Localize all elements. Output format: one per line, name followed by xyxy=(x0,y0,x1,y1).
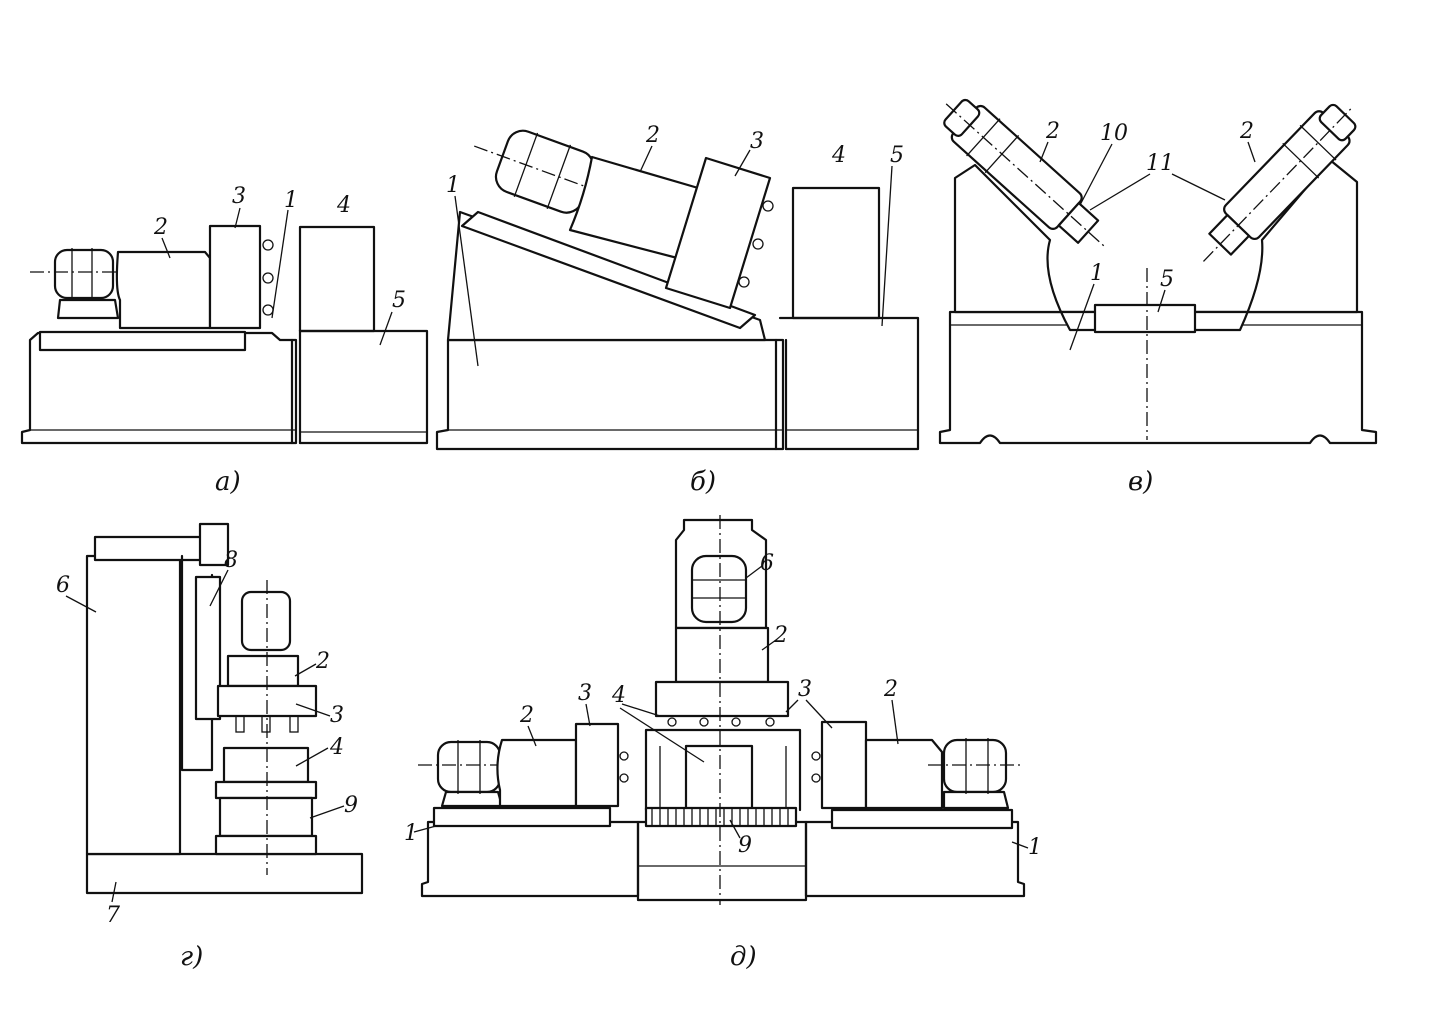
label-3: 3 xyxy=(330,703,344,728)
label-5: 5 xyxy=(392,288,406,313)
label-2: 2 xyxy=(315,649,330,674)
label-6: 6 xyxy=(760,551,774,576)
label-6: 6 xyxy=(56,573,70,598)
caption-v: в) xyxy=(1128,467,1153,497)
label-5: 5 xyxy=(890,143,904,168)
label-11: 11 xyxy=(1146,151,1174,176)
label-1: 1 xyxy=(284,188,298,213)
caption-g: г) xyxy=(180,942,203,972)
panel-g: 6 8 2 3 4 9 7 г) xyxy=(56,522,364,972)
panel-a: 1 2 3 4 5 а) xyxy=(20,184,429,497)
label-9: 9 xyxy=(344,793,358,818)
caption-a: а) xyxy=(215,467,241,497)
label-7: 7 xyxy=(106,903,120,928)
label-2-left: 2 xyxy=(519,703,534,728)
label-4: 4 xyxy=(336,193,351,218)
label-1: 1 xyxy=(1090,261,1104,286)
label-5: 5 xyxy=(1160,267,1174,292)
label-4: 4 xyxy=(329,735,344,760)
label-2-top: 2 xyxy=(773,623,788,648)
label-1-right: 1 xyxy=(1028,835,1042,860)
label-8: 8 xyxy=(224,548,238,573)
label-3-right: 3 xyxy=(798,677,812,702)
label-3: 3 xyxy=(750,129,764,154)
label-2-right: 2 xyxy=(883,677,898,702)
label-1-left: 1 xyxy=(404,821,418,846)
label-10: 10 xyxy=(1100,121,1128,146)
label-3: 3 xyxy=(232,184,246,209)
label-2-left: 2 xyxy=(1045,119,1060,144)
caption-d: д) xyxy=(730,942,757,972)
label-2: 2 xyxy=(153,215,168,240)
label-9: 9 xyxy=(738,833,752,858)
label-2: 2 xyxy=(645,123,660,148)
label-4: 4 xyxy=(831,143,846,168)
panel-d: 6 2 2 2 3 3 4 9 1 1 д) xyxy=(404,515,1042,972)
label-3-left: 3 xyxy=(578,681,592,706)
label-2-right: 2 xyxy=(1239,119,1254,144)
caption-b: б) xyxy=(690,467,716,497)
label-1: 1 xyxy=(446,173,460,198)
label-4: 4 xyxy=(611,683,626,708)
panel-b: 1 2 3 4 5 б) xyxy=(435,123,920,497)
panel-v: 2 2 10 11 1 5 в) xyxy=(938,98,1378,497)
